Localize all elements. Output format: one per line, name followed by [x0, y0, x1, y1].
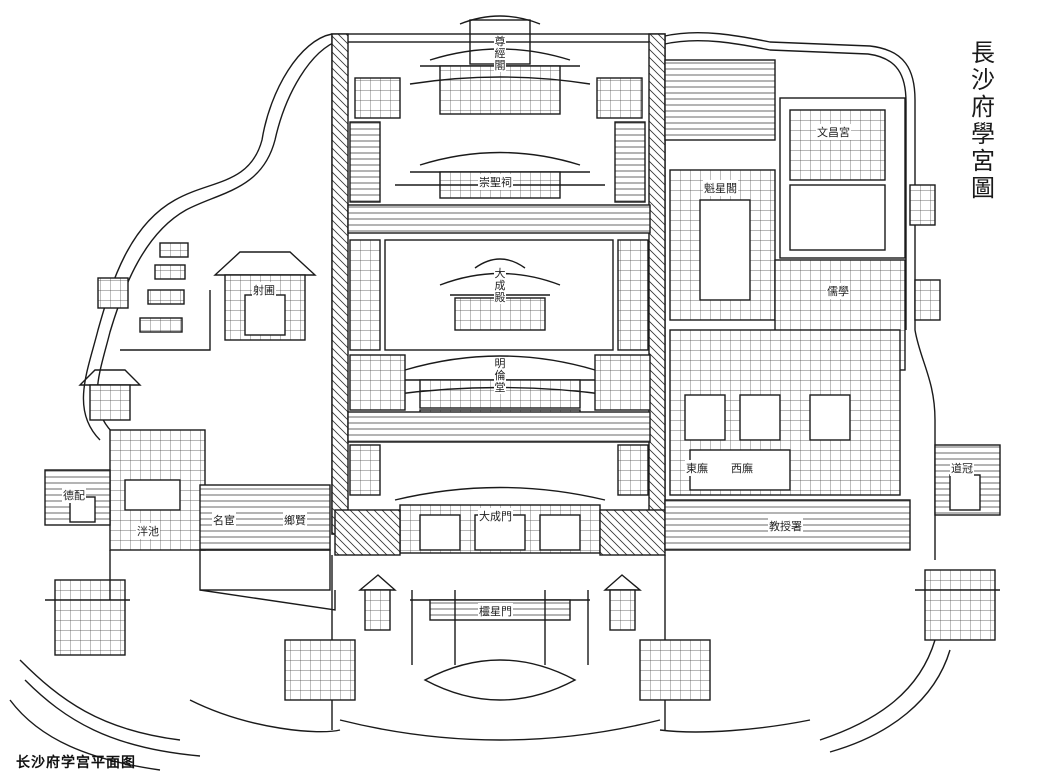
label-west-yard: 名宦: [212, 512, 236, 528]
outer-wall-east: [664, 31, 936, 560]
map-caption: 长沙府学宫平面图: [16, 755, 136, 771]
pond: [423, 659, 577, 701]
central-courtyard: [384, 239, 614, 351]
southeast-gatehouse: [915, 569, 1000, 641]
lattice-gate: [410, 590, 590, 665]
west-gate-pavilion: [78, 369, 142, 421]
label-gate-plaque: 泮池: [136, 523, 160, 539]
label-far-right: 道冠: [950, 460, 974, 476]
label-east-hall-a: 東廡: [685, 460, 709, 476]
label-east-corridor: 儒學: [826, 283, 850, 299]
label-east-block: 魁星閣: [703, 180, 738, 196]
label-east-court: 文昌宮: [816, 124, 851, 140]
label-middle-hall: 明倫堂: [494, 357, 506, 394]
road-southwest: [9, 659, 201, 771]
label-front-gate: 大成門: [478, 508, 513, 524]
label-east-hall-b: 西廡: [730, 460, 754, 476]
map-title: 長沙府學宮圖: [971, 39, 995, 202]
outer-wall-west: [82, 33, 333, 441]
southwest-gatehouse: [45, 579, 130, 656]
label-bottom-right-hall: 教授署: [768, 518, 803, 534]
label-far-left: 德配: [62, 487, 86, 503]
east-compound: [664, 59, 776, 141]
west-pavilion: [213, 251, 317, 341]
label-central-hall: 大成殿: [494, 267, 506, 304]
road-southeast: [819, 639, 951, 753]
label-west-yard-two: 鄉賢: [283, 512, 307, 528]
label-upper-court: 崇聖祠: [478, 174, 513, 190]
label-lattice-gate: 欞星門: [478, 603, 513, 619]
label-left-pavilion: 射圃: [252, 282, 276, 298]
label-top-pavilion: 尊經閣: [494, 35, 506, 72]
forecourt-pavilions: [358, 574, 642, 631]
